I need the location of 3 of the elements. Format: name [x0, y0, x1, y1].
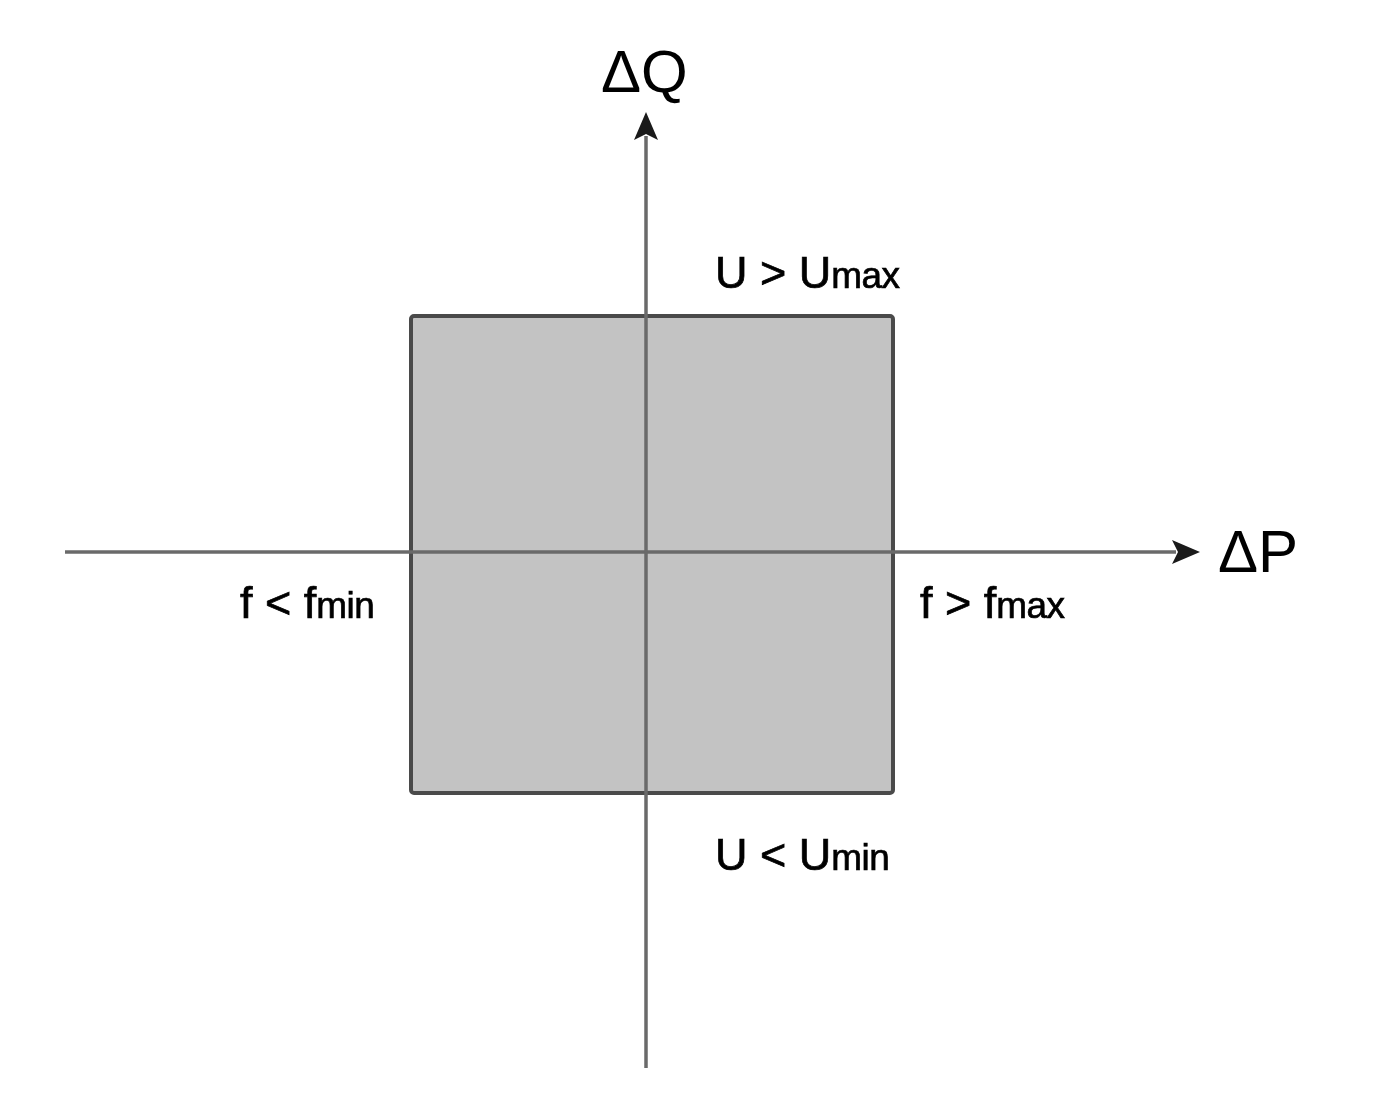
- shaded-region: [409, 314, 895, 795]
- axis-title: ΔP: [1218, 522, 1299, 582]
- axis-title: ΔQ: [601, 42, 688, 102]
